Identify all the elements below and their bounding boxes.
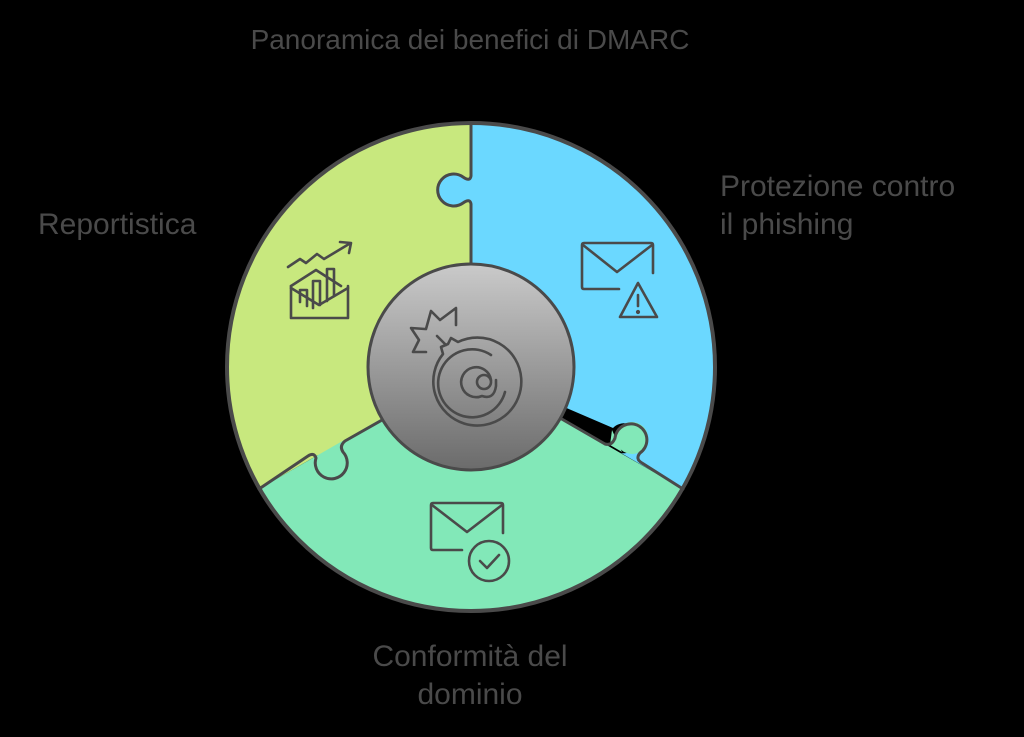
- envelope-warning-icon: [580, 241, 659, 319]
- label-protezione-line2: il phishing: [720, 208, 854, 241]
- label-conformita-line1: Conformità del: [372, 640, 568, 673]
- label-reportistica-text: Reportistica: [38, 208, 197, 241]
- label-conformita-line2: dominio: [417, 678, 523, 711]
- segment-protezione[interactable]: [471, 122, 716, 489]
- email-bomb-icon: [409, 306, 523, 427]
- label-protezione-line1: Protezione contro: [720, 170, 956, 203]
- label-conformita: Conformità del dominio: [300, 638, 640, 714]
- envelope-check-icon: [429, 501, 511, 583]
- label-reportistica: Reportistica: [38, 206, 196, 244]
- label-protezione: Protezione contro il phishing: [720, 168, 955, 244]
- diagram-title: Panoramica dei benefici di DMARC: [250, 24, 690, 55]
- chart-envelope-icon: [286, 240, 353, 320]
